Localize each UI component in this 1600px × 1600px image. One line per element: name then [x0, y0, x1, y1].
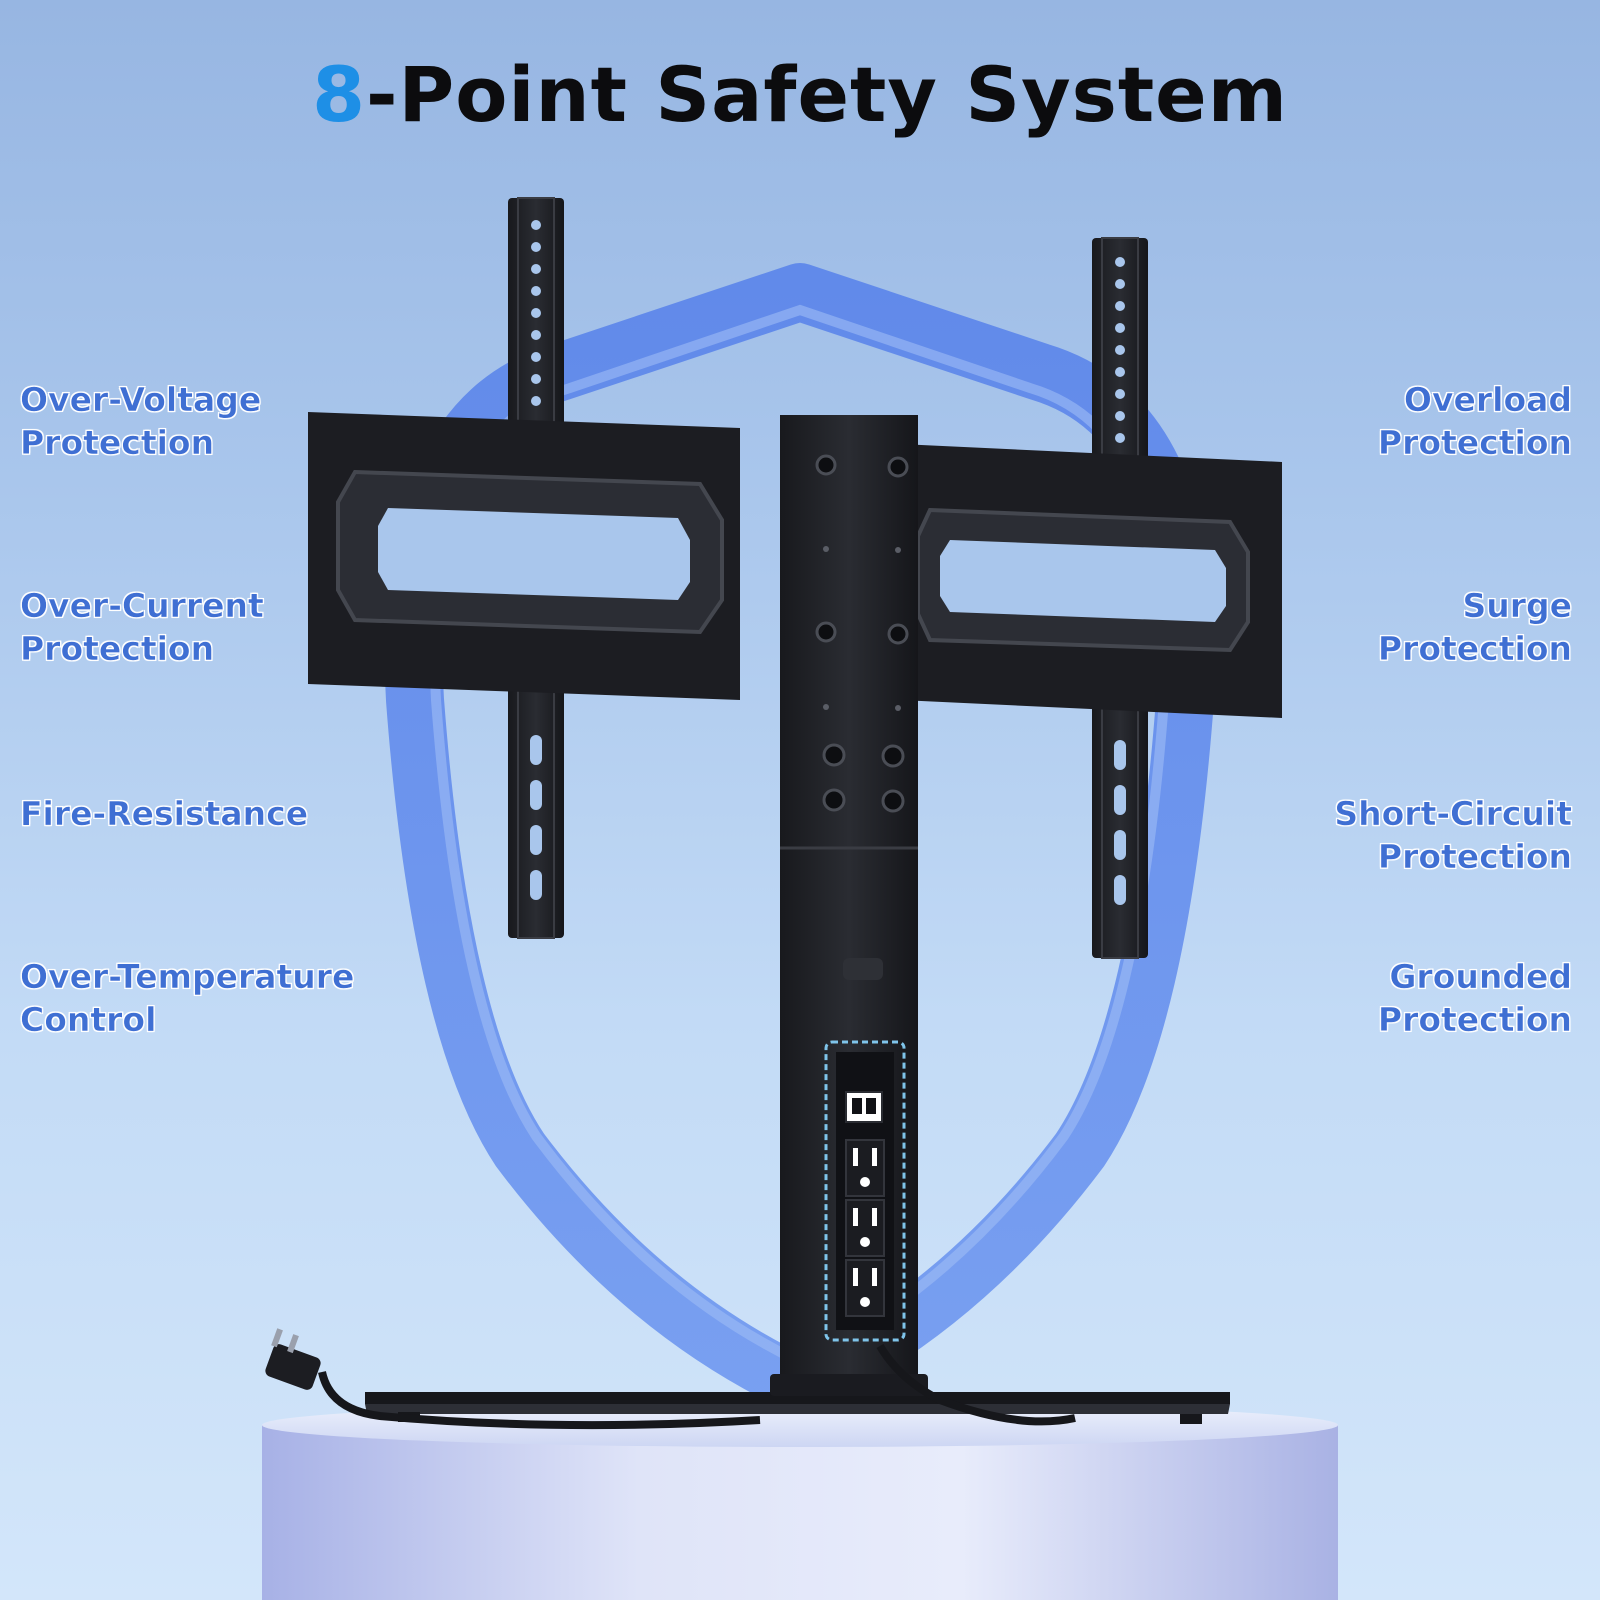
feature-over-voltage: Over-Voltage Protection — [20, 378, 420, 464]
outlet — [845, 1199, 885, 1257]
feature-label: Over-Current — [20, 586, 264, 626]
headline-number: 8 — [312, 50, 366, 139]
feature-label: Overload — [1403, 380, 1573, 420]
feature-label: Protection — [1377, 837, 1573, 877]
feature-overload: Overload Protection — [1172, 378, 1573, 464]
feature-label: Control — [20, 1000, 157, 1040]
power-cord — [265, 1328, 1076, 1430]
base-plate — [365, 1374, 1230, 1424]
power-strip — [824, 1040, 906, 1342]
headline-text: -Point Safety System — [365, 50, 1288, 139]
usb-ports — [845, 1091, 883, 1123]
feature-label: Short-Circuit — [1334, 794, 1572, 834]
feature-surge: Surge Protection — [1172, 584, 1573, 670]
feature-label: Fire-Resistance — [20, 794, 309, 834]
mount-plate — [308, 412, 1282, 718]
headline: 8-Point Safety System — [0, 50, 1600, 139]
feature-label: Grounded — [1389, 957, 1572, 997]
feature-short-circuit: Short-Circuit Protection — [1172, 792, 1572, 878]
feature-label: Protection — [1377, 423, 1573, 463]
outlet — [845, 1139, 885, 1197]
feature-label: Protection — [1377, 1000, 1573, 1040]
feature-label: Surge — [1462, 586, 1572, 626]
feature-label: Protection — [20, 423, 215, 463]
outlet — [845, 1259, 885, 1317]
feature-over-temperature: Over-Temperature Control — [20, 955, 420, 1041]
pedestal — [262, 1403, 1338, 1600]
feature-label: Protection — [20, 629, 215, 669]
feature-label: Over-Voltage — [20, 380, 262, 420]
feature-over-current: Over-Current Protection — [20, 584, 420, 670]
feature-fire-resistance: Fire-Resistance — [20, 792, 420, 835]
feature-label: Over-Temperature — [20, 957, 355, 997]
feature-grounded: Grounded Protection — [1172, 955, 1573, 1041]
feature-label: Protection — [1377, 629, 1573, 669]
plug-icon — [265, 1328, 321, 1390]
